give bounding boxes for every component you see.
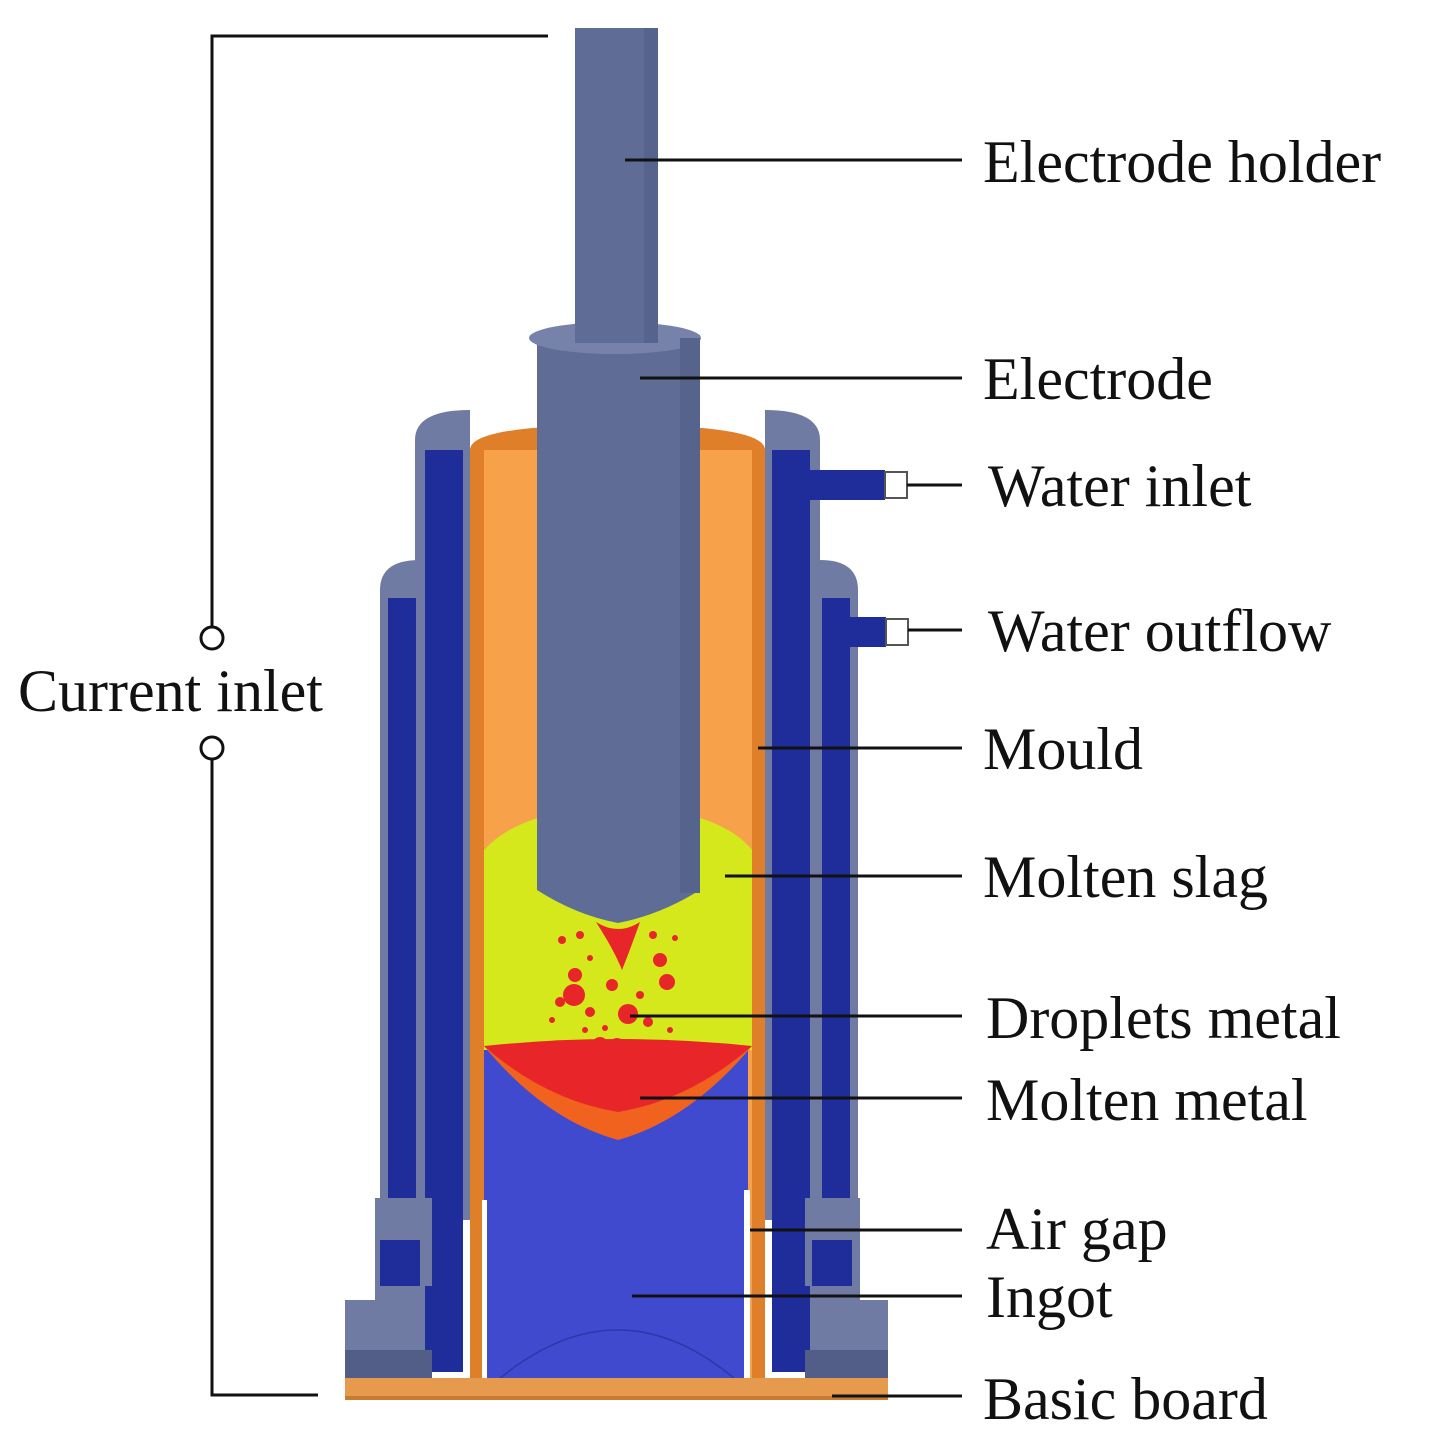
metal-droplets [549, 922, 678, 1053]
droplet [596, 922, 640, 970]
label-water-inlet: Water inlet [988, 453, 1252, 519]
water-jacket [345, 410, 888, 1380]
droplet [592, 1037, 608, 1053]
label-air-gap: Air gap [986, 1196, 1168, 1262]
molten-metal [484, 1039, 752, 1112]
label-molten-slag: Molten slag [983, 844, 1268, 910]
current-inlet-circuit [199, 34, 548, 1397]
water-inlet-pipe-end [884, 471, 908, 499]
jacket-water-right-inner [772, 450, 810, 1370]
jacket-water-left-outer [388, 598, 416, 1238]
terminal-top-icon [199, 625, 225, 651]
label-basic-board: Basic board [983, 1366, 1268, 1432]
basic-board-edge [345, 1396, 888, 1400]
jacket-flange-water-left [380, 1240, 420, 1286]
electrode-holder-shade [644, 28, 658, 343]
droplet [618, 1004, 638, 1024]
ingot-bottom-curve [491, 1329, 743, 1386]
basic-board [345, 1378, 888, 1400]
terminal-bottom-icon [199, 735, 225, 761]
labels: Electrode holder Electrode Water inlet W… [18, 129, 1381, 1432]
jacket-flange-water-right [812, 1240, 852, 1286]
mould-wall-left-dark [470, 450, 484, 1385]
droplet [576, 931, 584, 939]
droplet [649, 931, 657, 939]
mould-wall-right-dark [752, 450, 765, 1385]
label-molten-metal: Molten metal [986, 1067, 1308, 1133]
droplet [672, 935, 678, 941]
circuit-wire-top [210, 34, 548, 626]
electrode-shade [680, 338, 700, 893]
label-electrode-holder: Electrode holder [983, 129, 1381, 195]
droplet [568, 968, 582, 982]
droplet [563, 984, 585, 1006]
jacket-flange-water-right-down [772, 1286, 810, 1372]
label-water-outflow: Water outflow [988, 598, 1332, 664]
water-inlet-pipe [810, 470, 885, 500]
label-current-inlet: Current inlet [18, 658, 323, 724]
air-gap-left [482, 1200, 487, 1385]
droplet [558, 936, 566, 944]
droplet [602, 1025, 608, 1031]
droplet [659, 974, 675, 990]
droplet [610, 1038, 624, 1052]
droplet [555, 997, 565, 1007]
label-ingot: Ingot [986, 1264, 1113, 1330]
droplet [642, 1042, 648, 1048]
jacket-flange-shadow-left [345, 1350, 432, 1380]
droplet [549, 1017, 555, 1023]
circuit-wire-bottom [210, 760, 318, 1397]
label-droplets-metal: Droplets metal [986, 985, 1341, 1051]
electrode [530, 335, 700, 923]
water-outflow-pipe [850, 617, 886, 647]
label-electrode: Electrode [983, 346, 1213, 412]
droplet [606, 979, 618, 991]
droplet [585, 1007, 595, 1017]
droplet [636, 991, 644, 999]
droplet [587, 955, 593, 961]
leader-lines [625, 158, 962, 1398]
droplet [653, 953, 667, 967]
droplet [667, 1027, 673, 1033]
jacket-water-right-outer [822, 598, 850, 1238]
droplet [582, 1027, 588, 1033]
droplet [643, 1017, 653, 1027]
water-outflow-pipe-end [885, 618, 909, 646]
jacket-flange-shadow-right [805, 1350, 888, 1380]
label-mould: Mould [983, 716, 1143, 782]
air-gap-right [744, 1190, 750, 1385]
